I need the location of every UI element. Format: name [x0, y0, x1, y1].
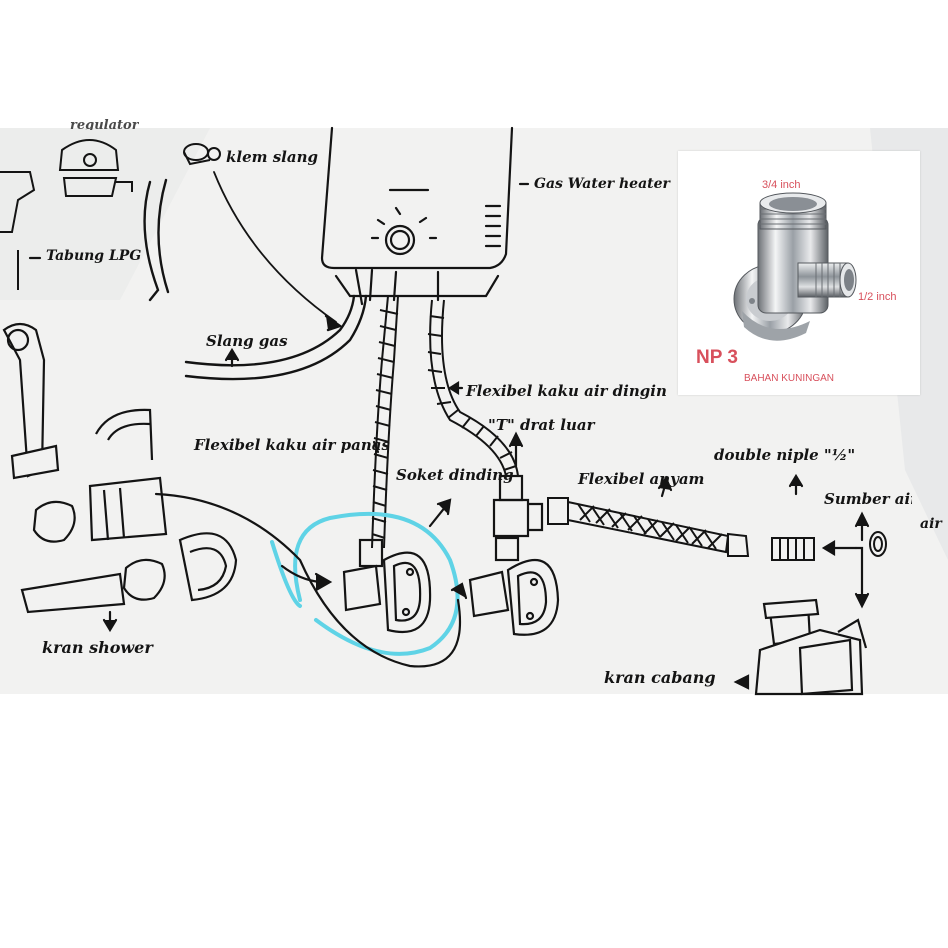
- label-flexibel-anyam: Flexibel anyam: [578, 470, 705, 488]
- water-heater-drawing: [320, 126, 514, 306]
- braided-hose-drawing: [547, 497, 750, 557]
- label-tabung-lpg: Tabung LPG: [46, 248, 142, 264]
- regulator-drawing: [0, 139, 133, 290]
- label-kran-cabang: kran cabang: [604, 668, 716, 687]
- brass-tee-photo: [733, 192, 857, 341]
- gas-hose-drawing: [143, 171, 368, 381]
- label-t-drat-luar: "T" drat luar: [488, 416, 595, 434]
- wall-socket-drawing: [342, 538, 432, 634]
- label-slang-gas: Slang gas: [206, 332, 288, 350]
- branch-tap-drawing: [754, 598, 868, 696]
- label-air-cut: air: [920, 516, 942, 532]
- hot-flex-hose: [371, 295, 399, 549]
- label-soket-dinding: Soket dinding: [396, 466, 514, 484]
- label-flexibel-kaku-air-dingin: Flexibel kaku air dingin: [466, 382, 667, 400]
- label-sumber-air: Sumber air: [824, 490, 912, 508]
- size-side-label: 1/2 inch: [858, 291, 897, 303]
- arrows: [28, 182, 870, 690]
- highlight-circle: [293, 511, 460, 656]
- double-nipple-drawing: [771, 531, 887, 561]
- size-top-label: 3/4 inch: [762, 179, 801, 191]
- hose-clamp-drawing: [183, 143, 221, 166]
- label-gas-water-heater: Gas Water heater: [534, 176, 670, 192]
- label-double-niple: double niple "½": [714, 446, 856, 464]
- product-inset: 3/4 inch 1/2 inch NP 3 BAHAN KUNINGAN: [678, 151, 920, 395]
- shower-tap-drawing: [2, 322, 238, 614]
- label-kran-shower: kran shower: [42, 638, 153, 657]
- product-code: NP 3: [696, 347, 738, 368]
- tee-fitting-drawing: [468, 474, 560, 636]
- material-label: BAHAN KUNINGAN: [744, 373, 835, 384]
- label-regulator: regulator: [70, 118, 139, 130]
- label-klem-slang: klem slang: [226, 148, 318, 166]
- label-flexibel-kaku-air-panas: Flexibel kaku air panas: [194, 436, 390, 454]
- cold-flex-hose: [427, 299, 519, 477]
